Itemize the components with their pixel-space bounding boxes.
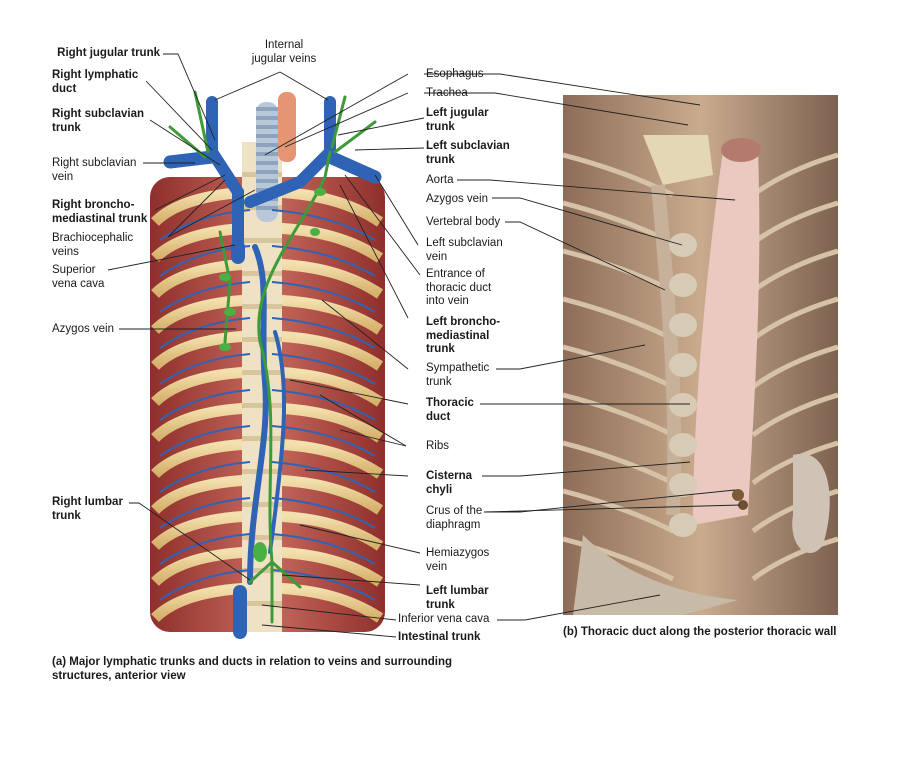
label-right-lymphatic-duct: Right lymphatic duct [52,69,139,95]
label-right-jugular-trunk: Right jugular trunk [57,47,160,59]
rib-right [274,474,384,515]
disc [242,601,282,606]
trachea-ring [256,161,278,165]
photo-vertebra [669,233,697,257]
label-hemiazygos-vein: Hemiazygos vein [426,547,490,573]
label-aorta: Aorta [426,174,454,186]
photograph-posterior-wall [562,95,839,615]
rib-left [151,294,251,335]
photo-rib-left [562,296,675,342]
intercostal-vein-left [159,353,251,385]
esophagus-photo [643,135,713,185]
caption-b: (b) Thoracic duct along the posterior th… [563,626,837,638]
label-superior-vena-cava: Superior vena cava [52,264,105,290]
photo-rib-left [562,392,675,438]
photo-rib-right [751,392,839,438]
label-left-subclavian-trunk: Left subclavian trunk [426,140,510,166]
label-right-bronchomediastinal-trunk: Right broncho- mediastinal trunk [52,199,148,225]
trachea-ring [256,152,278,156]
intercostal-vein-left [159,317,251,349]
disc [242,403,282,408]
trachea-ring [256,206,278,210]
rib-left [151,330,251,371]
rib-left [151,258,251,299]
trachea-ring [256,107,278,111]
intercostal-vein-right [271,497,376,529]
trachea-ring [256,170,278,174]
disc [242,535,282,540]
label-left-lumbar-trunk: Left lumbar trunk [426,585,489,611]
photo-rib-right [751,536,839,582]
photo-vertebra [669,393,697,417]
photo-vertebra [669,313,697,337]
label-trachea: Trachea [426,87,468,99]
label-crus-of-diaphragm: Crus of the diaphragm [426,505,483,531]
photo-vertebra [669,473,697,497]
label-sympathetic-trunk: Sympathetic trunk [426,362,490,388]
photo-rib-right [751,152,839,198]
disc [242,502,282,507]
caption-a: (a) Major lymphatic trunks and ducts in … [52,656,452,682]
trachea-ring [256,116,278,120]
anatomy-illustration [150,90,385,639]
lymph-nodes [219,188,326,562]
aorta-photo [693,150,760,525]
intercostal-vein-left [159,389,251,421]
rib-left [151,402,251,443]
rib-left [151,438,251,479]
intercostal-vein-left [159,281,251,313]
trachea-ring [256,125,278,129]
label-ribs: Ribs [426,440,450,452]
label-right-subclavian-vein: Right subclavian vein [52,157,137,183]
rib-left [151,366,251,407]
photo-vertebra [669,513,697,537]
disc [242,238,282,243]
label-entrance-of-thoracic-duct: Entrance of thoracic duct into vein [426,268,492,307]
photo-vertebra [669,273,697,297]
label-left-jugular-trunk: Left jugular trunk [426,107,489,133]
label-cisterna-chyli: Cisterna chyli [426,470,473,496]
intercostal-vein-left [159,461,251,493]
label-inferior-vena-cava: Inferior vena cava [398,613,490,625]
label-brachiocephalic-veins: Brachiocephalic veins [52,232,134,258]
label-intestinal-trunk: Intestinal trunk [398,631,481,643]
label-left-subclavian-vein: Left subclavian vein [426,237,503,263]
label-left-bronchomediastinal-trunk: Left broncho- mediastinal trunk [426,316,501,355]
intercostal-vein-left [159,425,251,457]
trachea-ring [256,179,278,183]
photo-kidney [792,453,830,554]
esophagus-drawing [278,92,296,162]
photo-vertebra [669,433,697,457]
dissection-photo [562,95,839,615]
label-azygos-vein-left: Azygos vein [52,323,115,335]
illustration-anterior-view [100,82,400,652]
trachea-ring [256,143,278,147]
photo-rib-left [562,536,675,582]
photo-vertebra [669,353,697,377]
label-esophagus: Esophagus [426,68,484,80]
photo-rib-right [751,296,839,342]
rib-right [274,438,384,479]
label-right-subclavian-trunk: Right subclavian trunk [52,108,145,134]
label-right-lumbar-trunk: Right lumbar trunk [52,496,123,522]
trachea-ring [256,134,278,138]
label-azygos-vein-right: Azygos vein [426,193,489,205]
label-vertebral-body: Vertebral body [426,216,501,228]
photo-rib-right [751,440,839,486]
photo-rib-right [751,248,839,294]
photo-rib-left [562,440,675,486]
label-internal-jugular-veins: Internal jugular veins [251,39,317,65]
photo-rib-right [751,344,839,390]
label-thoracic-duct: Thoracic duct [426,397,474,423]
